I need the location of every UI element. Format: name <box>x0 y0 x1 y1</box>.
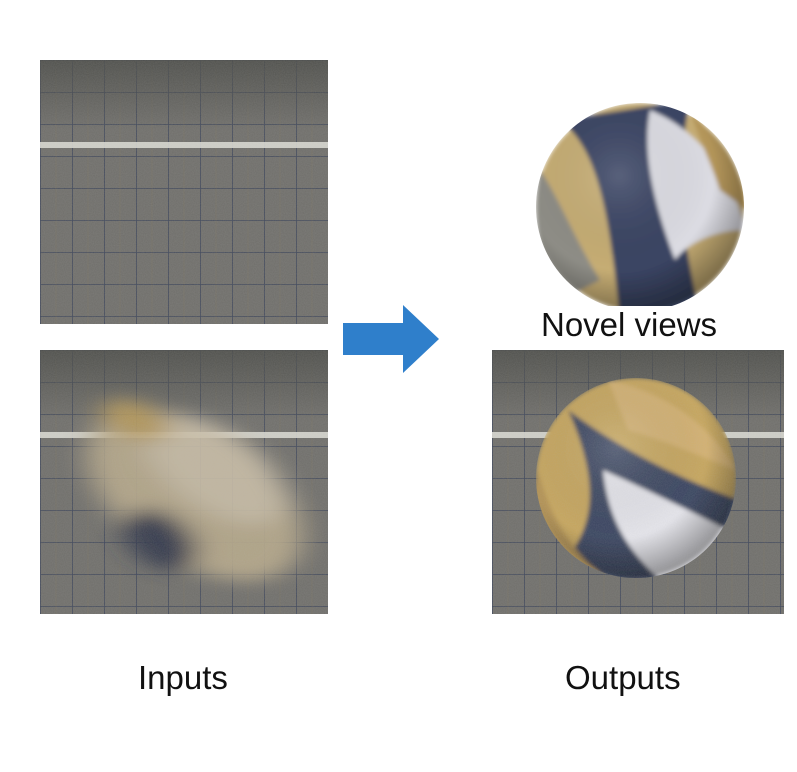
input-blurred-image <box>40 350 328 614</box>
input-background-image <box>40 60 328 324</box>
output-sharp-image <box>492 350 784 614</box>
novel-views-label: Novel views <box>541 306 718 343</box>
outputs-label: Outputs <box>565 659 681 696</box>
output-novel-view-image <box>532 92 748 306</box>
inputs-label: Inputs <box>138 659 228 696</box>
arrow-right-icon <box>343 305 439 378</box>
